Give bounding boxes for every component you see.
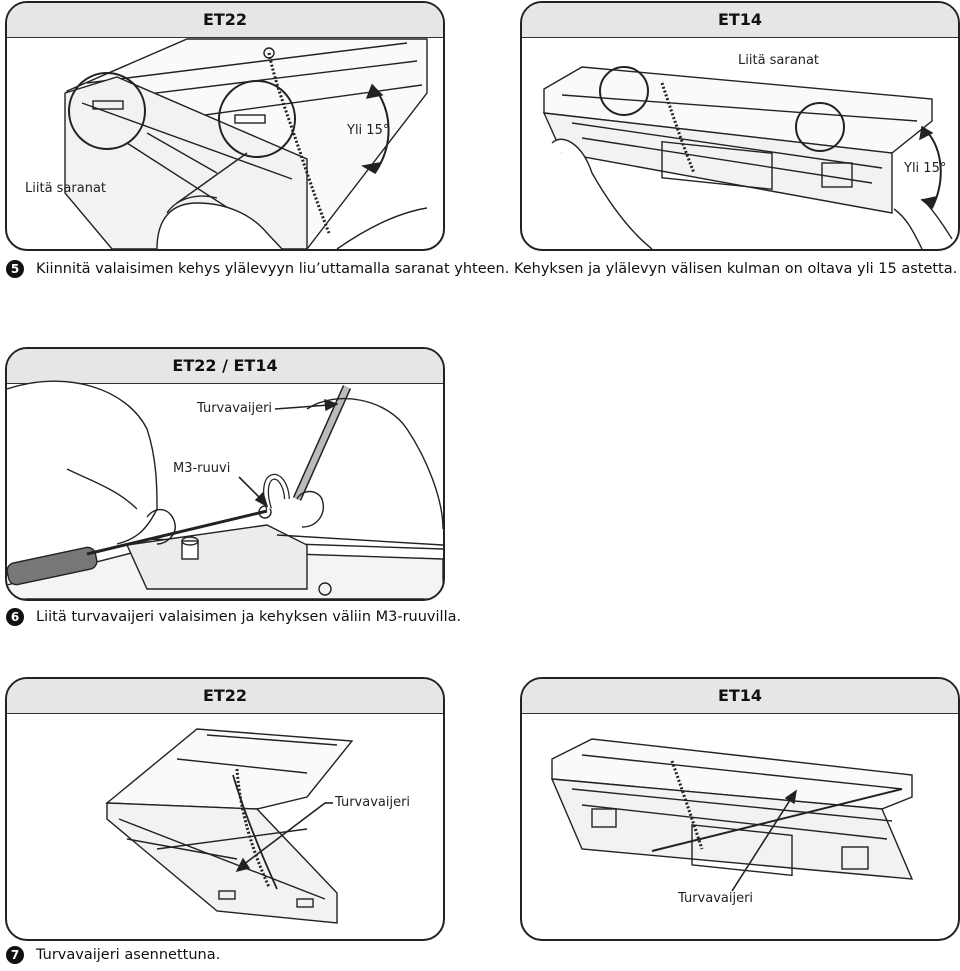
panel-title: ET22 — [7, 3, 443, 38]
step7-panel-et14: ET14 Turvavaijeri — [520, 677, 960, 941]
cable-label: Turvavaijeri — [678, 891, 754, 906]
step-number-badge: 6 — [6, 608, 24, 626]
angle-label: Yli 15° — [347, 123, 390, 138]
step5-panel-et22: ET22 — [5, 1, 445, 251]
step-text: Turvavaijeri asennettuna. — [36, 947, 221, 963]
step5-panel-et14: ET14 Liitä saranat Yli 15° — [520, 1, 960, 251]
step-number-badge: 7 — [6, 946, 24, 964]
et22-installed-illustration — [105, 728, 354, 924]
panel-title: ET22 / ET14 — [7, 349, 443, 384]
panel-title: ET14 — [522, 679, 958, 714]
hinge-label: Liitä saranat — [738, 53, 820, 68]
step7-panel-et22: ET22 Turvavaijeri — [5, 677, 445, 941]
angle-label: Yli 15° — [904, 161, 947, 176]
screw-label: M3-ruuvi — [173, 461, 231, 476]
step7-instruction: 7 Turvavaijeri asennettuna. — [6, 946, 220, 964]
panel-title: ET14 — [522, 3, 958, 38]
et14-hinge-illustration — [542, 66, 953, 249]
step-number-badge: 5 — [6, 260, 24, 278]
et22-hinge-illustration — [64, 38, 428, 249]
step-text: Liitä turvavaijeri valaisimen ja kehykse… — [36, 609, 462, 625]
et14-installed-illustration — [550, 738, 914, 892]
step5-instruction: 5 Kiinnitä valaisimen kehys ylälevyyn li… — [6, 260, 957, 278]
step6-instruction: 6 Liitä turvavaijeri valaisimen ja kehyk… — [6, 608, 461, 626]
cable-label: Turvavaijeri — [197, 401, 273, 416]
safety-cable-illustration — [7, 380, 443, 599]
cable-label: Turvavaijeri — [335, 795, 411, 810]
step6-panel: ET22 / ET14 — [5, 347, 445, 601]
panel-title: ET22 — [7, 679, 443, 714]
hinge-label: Liitä saranat — [25, 181, 107, 196]
step-text: Kiinnitä valaisimen kehys ylälevyyn liu’… — [36, 261, 958, 277]
